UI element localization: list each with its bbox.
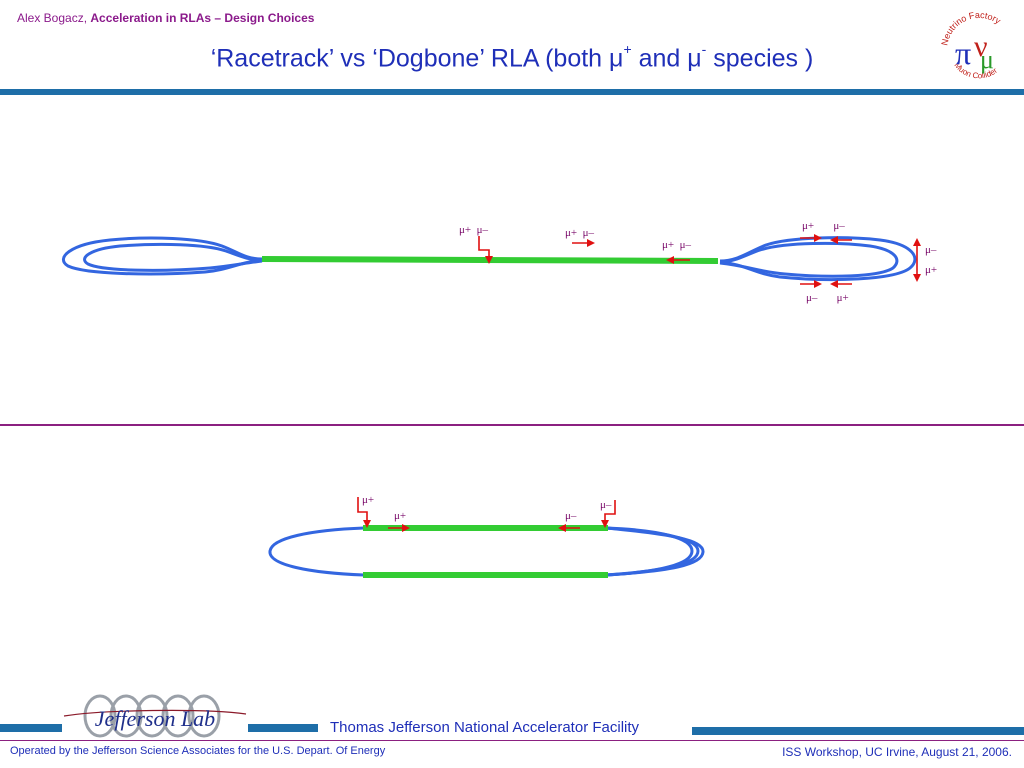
logo-nu-symbol: ν bbox=[974, 30, 988, 63]
title-sup-minus: - bbox=[701, 41, 707, 57]
footer-event: ISS Workshop, UC Irvine, August 21, 2006… bbox=[782, 745, 1012, 759]
footer-operated: Operated by the Jefferson Science Associ… bbox=[10, 745, 386, 757]
dogbone-left-arc-outer bbox=[61, 236, 263, 276]
label-linac-right-rt: μ– bbox=[565, 510, 577, 522]
label-linac-inject: μ+ μ– bbox=[459, 224, 488, 236]
section-divider bbox=[0, 424, 1024, 426]
label-linac-left: μ+ bbox=[394, 510, 406, 522]
dogbone-injection-arrow bbox=[478, 236, 493, 264]
racetrack-rla: μ+ μ+ μ– μ– bbox=[268, 494, 705, 578]
label-side-top: μ– bbox=[925, 244, 937, 256]
author-name: Alex Bogacz, bbox=[17, 11, 88, 25]
dogbone-linac bbox=[261, 256, 719, 264]
dogbone-rla: μ+ μ– μ+ μ– μ+ μ– μ+ μ– μ– μ+ μ– μ+ bbox=[61, 220, 937, 304]
header-bar bbox=[0, 89, 1024, 95]
header-author: Alex Bogacz, Acceleration in RLAs – Desi… bbox=[17, 11, 314, 25]
title-part-2: and μ bbox=[631, 44, 702, 73]
jefferson-lab-logo: Jefferson Lab bbox=[63, 694, 247, 738]
facility-name: Thomas Jefferson National Accelerator Fa… bbox=[330, 719, 640, 736]
footer-bar-mid bbox=[248, 724, 318, 732]
racetrack-inject-left-arrow bbox=[357, 497, 371, 528]
racetrack-inject-right-arrow bbox=[601, 500, 616, 528]
dogbone-left-arc-inner bbox=[83, 242, 263, 272]
label-arc-top: μ+ μ– bbox=[802, 220, 845, 232]
footer-bar-right bbox=[692, 727, 1024, 735]
title-sup-plus: + bbox=[623, 41, 632, 57]
logo-mu-symbol: μ bbox=[980, 45, 994, 74]
racetrack-left-arc bbox=[268, 526, 365, 577]
label-arc-bottom: μ– μ+ bbox=[806, 292, 849, 304]
label-inject-left: μ+ bbox=[362, 494, 374, 506]
dogbone-right-arc-outer bbox=[719, 236, 917, 282]
jefferson-lab-text: Jefferson Lab bbox=[95, 706, 215, 731]
neutrino-factory-logo: Neutrino Factory Muon Collider π ν μ bbox=[939, 10, 1003, 81]
title-part-3: species ) bbox=[706, 44, 814, 73]
racetrack-right-arc-3 bbox=[605, 526, 705, 577]
label-linac-mid: μ+ μ– bbox=[565, 227, 594, 239]
talk-topic: Acceleration in RLAs – Design Choices bbox=[90, 11, 315, 25]
slide-title: ‘Racetrack’ vs ‘Dogbone’ RLA (both μ+ an… bbox=[0, 41, 1024, 73]
logo-pi-symbol: π bbox=[955, 35, 971, 71]
dogbone-right-arc-inner bbox=[719, 241, 899, 278]
racetrack-right-arc-2 bbox=[605, 526, 700, 577]
label-side-bottom: μ+ bbox=[925, 264, 937, 276]
footer-divider bbox=[0, 740, 1024, 741]
footer-bar-left bbox=[0, 724, 62, 732]
label-inject-right: μ– bbox=[600, 499, 612, 511]
label-linac-right: μ+ μ– bbox=[662, 239, 691, 251]
title-part-1: ‘Racetrack’ vs ‘Dogbone’ RLA (both μ bbox=[210, 44, 624, 73]
